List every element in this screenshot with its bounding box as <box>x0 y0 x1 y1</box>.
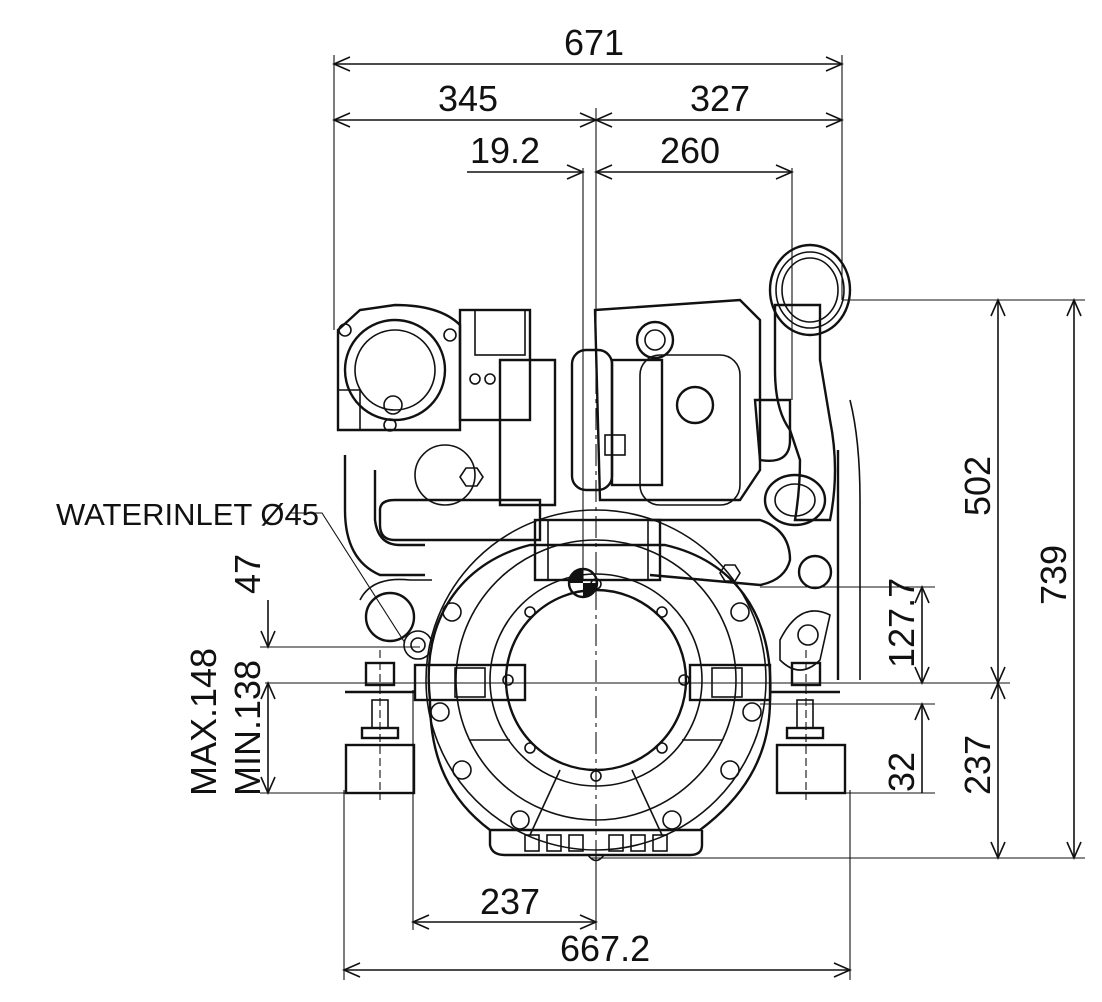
water-inlet-label: WATERINLET Ø45 <box>56 497 319 532</box>
dim-height-mount-lower: 32 <box>881 752 922 792</box>
dim-height-mount-upper: 127.7 <box>881 578 922 668</box>
right-engine-mount <box>770 650 847 800</box>
dim-foot-span: 667.2 <box>560 928 650 969</box>
dim-mount-min: MIN.138 <box>227 660 268 796</box>
dim-height-total: 739 <box>1033 545 1074 605</box>
left-engine-mount <box>344 650 416 800</box>
dimension-labels: 671 345 327 19.2 260 502 739 127.7 32 23… <box>56 22 1074 969</box>
dim-overall-width: 671 <box>564 22 624 63</box>
dim-mount-offset: 47 <box>227 554 268 594</box>
dim-height-lower: 237 <box>957 735 998 795</box>
dim-right-half: 327 <box>690 78 750 119</box>
dim-height-upper: 502 <box>957 456 998 516</box>
dim-foot-half: 237 <box>480 881 540 922</box>
engine-outline <box>336 243 861 862</box>
dimension-lines <box>260 55 1085 980</box>
dim-offset-left: 19.2 <box>470 130 540 171</box>
dim-mount-max: MAX.148 <box>183 648 224 796</box>
dim-offset-right: 260 <box>660 130 720 171</box>
dim-left-half: 345 <box>438 78 498 119</box>
